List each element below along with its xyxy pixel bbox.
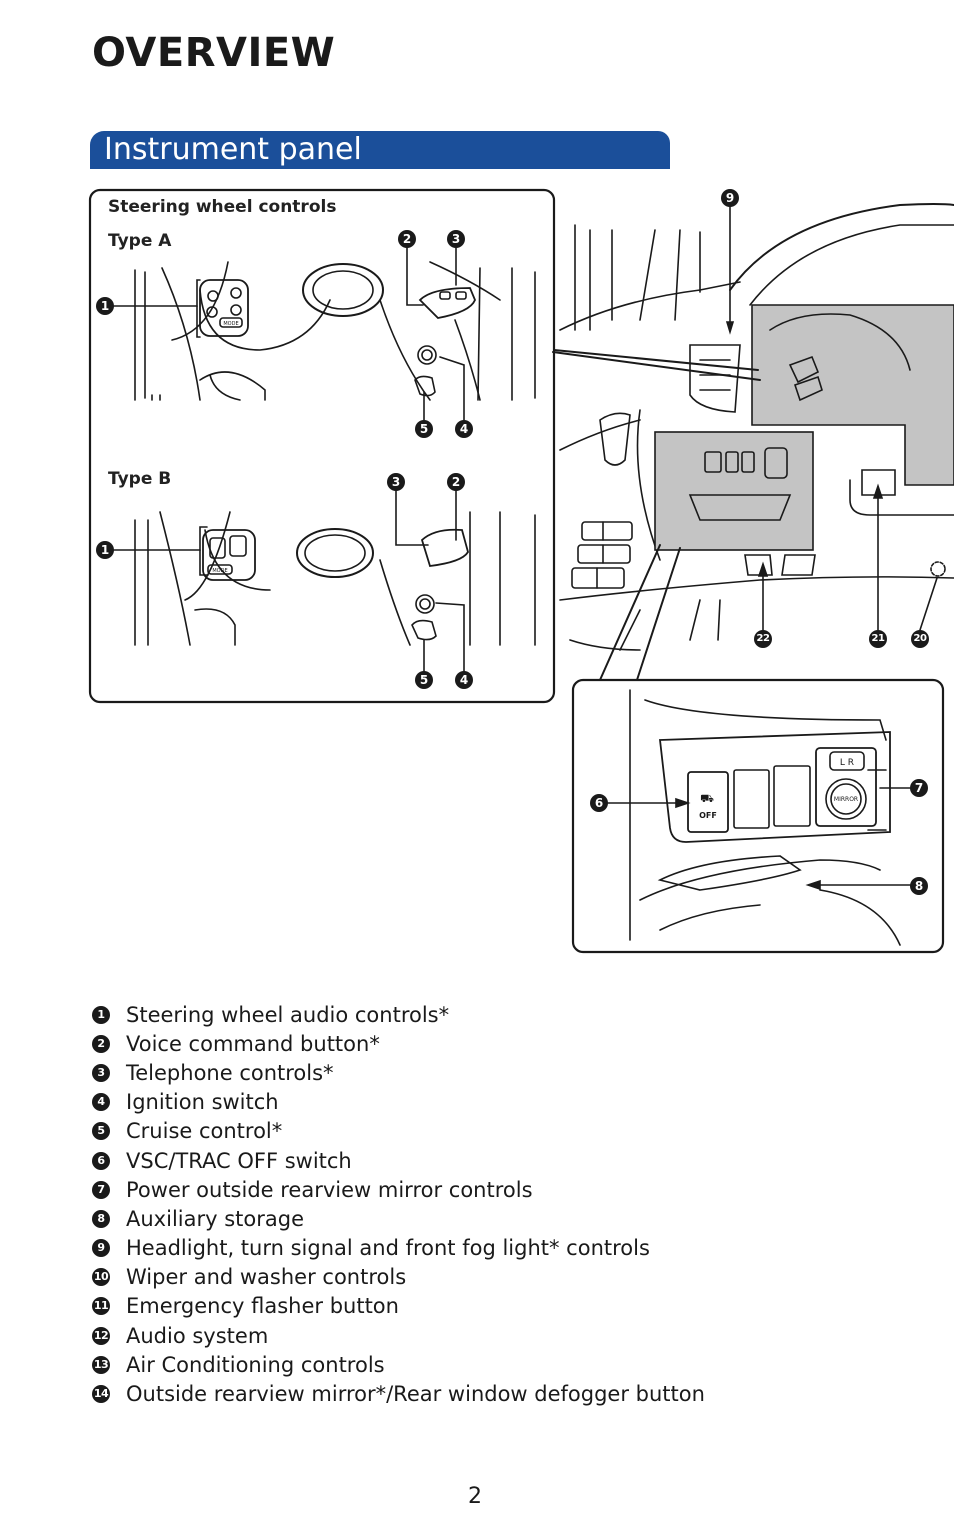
dashboard-drawing [559, 203, 954, 651]
inset-title: Steering wheel controls [108, 197, 337, 217]
legend-text: Power outside rearview mirror controls [126, 1177, 533, 1202]
callout-badge: 4 [455, 671, 473, 689]
type-a-wheel-drawing [134, 261, 536, 401]
type-b-wheel-drawing [134, 511, 536, 646]
highlight-details [688, 313, 911, 521]
legend-text: Wiper and washer controls [126, 1265, 407, 1290]
legend-number: 2 [92, 1034, 110, 1053]
section-header-title: Instrument panel [104, 132, 362, 167]
callout-badge: 2 [447, 473, 465, 491]
legend-number: 4 [92, 1093, 110, 1112]
legend-text: Voice command button* [126, 1031, 380, 1056]
legend-number: 14 [92, 1385, 110, 1404]
callout-badge: 9 [721, 189, 739, 207]
mirror-lr-label: L R [840, 758, 854, 768]
legend-item: 4 Ignition switch [92, 1088, 705, 1117]
dashboard-callout-lines [725, 205, 938, 631]
legend-item: 13 Air Conditioning controls [92, 1350, 705, 1379]
legend-list: 1 Steering wheel audio controls* 2 Voice c… [92, 1000, 705, 1409]
type-a-callout-lines [113, 247, 465, 421]
callout-badge: 3 [387, 473, 405, 491]
legend-item: 2 Voice command button* [92, 1029, 705, 1058]
legend-text: Auxiliary storage [126, 1206, 304, 1231]
legend-item: 5 Cruise control* [92, 1117, 705, 1146]
callout-badge: 20 [911, 630, 929, 648]
legend-number: 11 [92, 1297, 110, 1316]
legend-text: Outside rearview mirror*/Rear window def… [126, 1382, 705, 1407]
type-b-label: Type B [108, 469, 172, 489]
callout-badge: 6 [590, 794, 608, 812]
callout-badge: 1 [96, 541, 114, 559]
mode-label-a: MODE [223, 321, 238, 327]
mode-label-b: MODE [212, 568, 227, 574]
callout-badge: 21 [869, 630, 887, 648]
legend-item: 9 Headlight, turn signal and front fog li… [92, 1234, 705, 1263]
callout-badge: 7 [910, 779, 928, 797]
switch-panel-detail-drawing [607, 689, 911, 946]
callout-badge: 2 [398, 230, 416, 248]
page-number: 2 [468, 1484, 482, 1509]
legend-number: 7 [92, 1180, 110, 1199]
legend-text: Air Conditioning controls [126, 1352, 385, 1377]
callout-badge: 5 [415, 420, 433, 438]
legend-item: 14 Outside rearview mirror*/Rear window d… [92, 1379, 705, 1408]
mirror-label: MIRROR [834, 796, 858, 803]
page-title: OVERVIEW [92, 30, 336, 76]
steering-highlight-region [751, 304, 954, 486]
legend-number: 10 [92, 1268, 110, 1287]
callout-badge: 4 [455, 420, 473, 438]
legend-text: Telephone controls* [126, 1060, 334, 1085]
instrument-panel-illustration: MIRROR L R OFF ⛟ MODE MODE [88, 188, 954, 954]
legend-item: 11 Emergency flasher button [92, 1292, 705, 1321]
switch-panel-detail-box [571, 678, 945, 954]
section-header: Instrument panel [90, 131, 670, 169]
legend-text: Steering wheel audio controls* [126, 1002, 450, 1027]
legend-item: 12 Audio system [92, 1321, 705, 1350]
legend-number: 9 [92, 1239, 110, 1258]
switch-panel-highlight-region [654, 431, 814, 551]
legend-number: 1 [92, 1005, 110, 1024]
steering-controls-inset [88, 188, 556, 704]
legend-number: 8 [92, 1209, 110, 1228]
legend-item: 7 Power outside rearview mirror controls [92, 1175, 705, 1204]
legend-item: 6 VSC/TRAC OFF switch [92, 1146, 705, 1175]
legend-number: 13 [92, 1355, 110, 1374]
legend-item: 10 Wiper and washer controls [92, 1263, 705, 1292]
vsc-off-label: OFF [699, 811, 717, 820]
legend-number: 6 [92, 1151, 110, 1170]
legend-item: 1 Steering wheel audio controls* [92, 1000, 705, 1029]
legend-text: Headlight, turn signal and front fog lig… [126, 1236, 650, 1261]
callout-badge: 5 [415, 671, 433, 689]
legend-number: 3 [92, 1063, 110, 1082]
legend-item: 3 Telephone controls* [92, 1058, 705, 1087]
vsc-car-icon: ⛟ [700, 792, 714, 805]
type-a-label: Type A [108, 231, 172, 251]
callout-badge: 22 [754, 630, 772, 648]
callout-badge: 1 [96, 297, 114, 315]
callout-badge: 8 [910, 877, 928, 895]
legend-number: 12 [92, 1326, 110, 1345]
legend-number: 5 [92, 1122, 110, 1141]
legend-text: Audio system [126, 1323, 269, 1348]
type-b-callout-lines [113, 489, 465, 673]
legend-text: VSC/TRAC OFF switch [126, 1148, 352, 1173]
callout-badge: 3 [447, 230, 465, 248]
legend-item: 8 Auxiliary storage [92, 1204, 705, 1233]
legend-text: Emergency flasher button [126, 1294, 399, 1319]
legend-text: Ignition switch [126, 1090, 279, 1115]
legend-text: Cruise control* [126, 1119, 283, 1144]
